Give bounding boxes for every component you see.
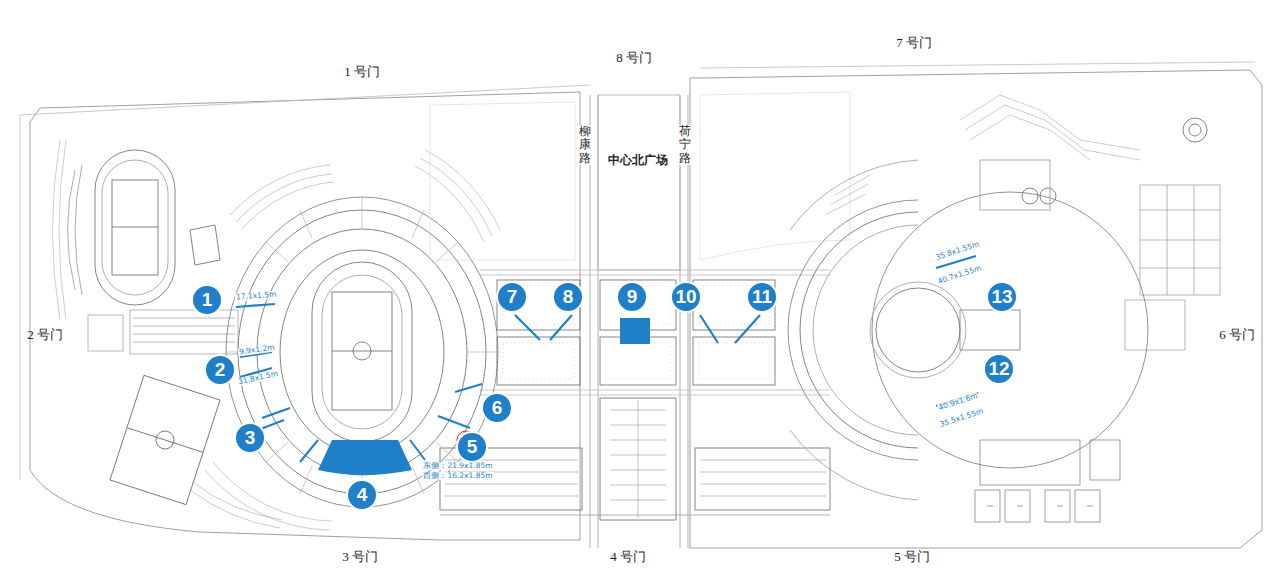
callout-number: 13 — [991, 286, 1012, 308]
gate-label: 4 号门 — [610, 548, 646, 566]
callout-number: 12 — [988, 358, 1009, 380]
callout-number: 10 — [675, 286, 696, 308]
gate-label: 3 号门 — [342, 548, 378, 566]
callout-circle: 9 — [616, 281, 648, 313]
callout-number: 8 — [563, 286, 574, 308]
callout-circle: 1 — [191, 284, 223, 316]
callout-circle: 7 — [496, 281, 528, 313]
callout-number: 4 — [357, 484, 368, 506]
callout-circle: 5 — [456, 431, 488, 463]
callout-number: 6 — [492, 397, 503, 419]
road-name: 荷宁路 — [679, 125, 691, 165]
road-name: 柳康路 — [579, 125, 591, 165]
dimension-label: 35.8x1.55m — [934, 240, 981, 262]
gate-label: 5 号门 — [894, 548, 930, 566]
dimension-label: 31.8x1.5m — [236, 370, 279, 387]
dimension-label: 40.7x1.55m — [936, 264, 983, 286]
gate-label: 8 号门 — [616, 49, 652, 67]
dimension-label: 17.1x1.5m — [235, 290, 278, 301]
callout-number: 1 — [202, 289, 213, 311]
callout-number: 9 — [627, 286, 638, 308]
callout-circle: 12 — [983, 353, 1015, 385]
callout-circle: 2 — [204, 354, 236, 386]
callout-circle: 4 — [346, 479, 378, 511]
dimension-label: 西侧：16.2x1.85m — [422, 472, 493, 480]
gate-label: 2 号门 — [27, 326, 63, 344]
callout-number: 7 — [507, 286, 518, 308]
callout-circle: 10 — [670, 281, 702, 313]
callout-circle: 8 — [552, 281, 584, 313]
callout-number: 11 — [752, 286, 772, 308]
gate-label: 7 号门 — [896, 34, 932, 52]
callout-circle: 13 — [986, 281, 1018, 313]
callout-number: 3 — [245, 427, 256, 449]
callout-circle: 11 — [746, 281, 778, 313]
callout-circle: 6 — [481, 392, 513, 424]
gate-label: 1 号门 — [344, 63, 380, 81]
callout-number: 5 — [467, 436, 478, 458]
callout-number: 2 — [215, 359, 226, 381]
plaza-name: 中心北广场 — [606, 152, 670, 169]
callout-circle: 3 — [234, 422, 266, 454]
gate-label: 6 号门 — [1219, 326, 1255, 344]
dimension-label: 东侧：21.9x1.85m — [422, 462, 493, 470]
